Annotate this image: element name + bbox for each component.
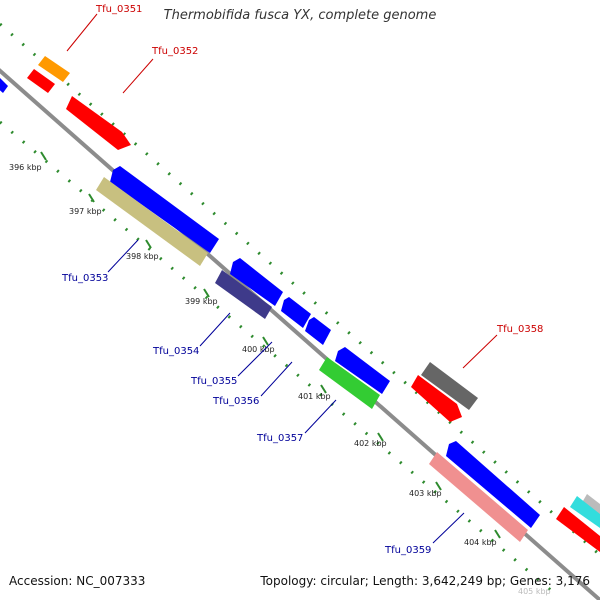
leader-tfu-0352 [122, 58, 154, 94]
tick-399 [203, 288, 210, 298]
tick-ring-inner [0, 120, 561, 600]
tick-404 [494, 529, 501, 539]
accession-text: Accession: NC_007333 [9, 574, 146, 588]
gene-right-edge-cyan[interactable] [570, 496, 600, 528]
leader-tfu-0358 [462, 334, 498, 369]
reverse-genes [96, 166, 540, 542]
tick-label-405: 405 kbp [518, 587, 551, 596]
tick-label-400: 400 kbp [242, 345, 275, 354]
gene-blue-0353[interactable] [110, 166, 219, 253]
gene-tfu-0356[interactable] [305, 317, 331, 345]
gene-tfu-0351[interactable] [38, 56, 70, 82]
tick-label-396: 396 kbp [9, 163, 42, 172]
gene-tfu-0352[interactable] [66, 96, 131, 150]
gene-tfu-0354[interactable] [215, 270, 272, 319]
tick-label-398: 398 kbp [126, 252, 159, 261]
tick-label-403: 403 kbp [409, 489, 442, 498]
label-tfu-0358[interactable]: Tfu_0358 [496, 324, 543, 335]
map-title: Thermobifida fusca YX, complete genome [163, 8, 437, 23]
tick-ring-outer [0, 22, 600, 557]
gene-tfu-0353[interactable] [96, 177, 208, 266]
gene-right-edge-red[interactable] [556, 507, 600, 552]
tick-398 [145, 239, 152, 249]
gene-tfu-0355[interactable] [281, 297, 311, 328]
leader-tfu-0357 [304, 399, 337, 434]
leader-tfu-0354 [199, 312, 231, 347]
tick-label-402: 402 kbp [354, 439, 387, 448]
gene-extra-red-small[interactable] [27, 69, 55, 93]
label-tfu-0352[interactable]: Tfu_0352 [151, 46, 198, 57]
tick-396 [40, 151, 47, 161]
leader-tfu-0355 [237, 341, 273, 377]
label-tfu-0355[interactable]: Tfu_0355 [190, 376, 237, 387]
leader-tfu-0356 [260, 361, 293, 397]
tick-401 [320, 384, 327, 394]
label-leaders [66, 13, 498, 544]
tick-397 [88, 193, 95, 203]
major-ticks [40, 151, 501, 539]
tick-403 [435, 481, 442, 491]
gene-blue-0354[interactable] [230, 258, 283, 306]
label-tfu-0357[interactable]: Tfu_0357 [256, 433, 303, 444]
genome-summary-text: Topology: circular; Length: 3,642,249 bp… [260, 574, 590, 588]
forward-genes [0, 56, 600, 552]
label-tfu-0356[interactable]: Tfu_0356 [212, 396, 259, 407]
tick-label-404: 404 kbp [464, 538, 497, 547]
gene-tfu-0358[interactable] [421, 362, 478, 410]
leader-tfu-0351 [66, 13, 98, 52]
tick-400 [262, 336, 269, 346]
gene-extra-red-358[interactable] [411, 375, 462, 422]
gene-partial-left-forward[interactable] [0, 78, 8, 93]
gene-tfu-0359[interactable] [429, 452, 528, 542]
tick-402 [377, 432, 384, 442]
tick-label-401: 401 kbp [298, 392, 331, 401]
gene-blue-0357[interactable] [335, 347, 390, 394]
label-tfu-0354[interactable]: Tfu_0354 [152, 346, 199, 357]
tick-label-399: 399 kbp [185, 297, 218, 306]
tick-label-397: 397 kbp [69, 207, 102, 216]
leader-tfu-0359 [432, 512, 465, 544]
label-tfu-0353[interactable]: Tfu_0353 [61, 273, 108, 284]
label-tfu-0359[interactable]: Tfu_0359 [384, 545, 431, 556]
leader-tfu-0353 [107, 239, 139, 273]
label-tfu-0351[interactable]: Tfu_0351 [95, 4, 142, 15]
gene-tfu-0357[interactable] [319, 357, 380, 409]
gene-blue-0359[interactable] [446, 441, 540, 528]
